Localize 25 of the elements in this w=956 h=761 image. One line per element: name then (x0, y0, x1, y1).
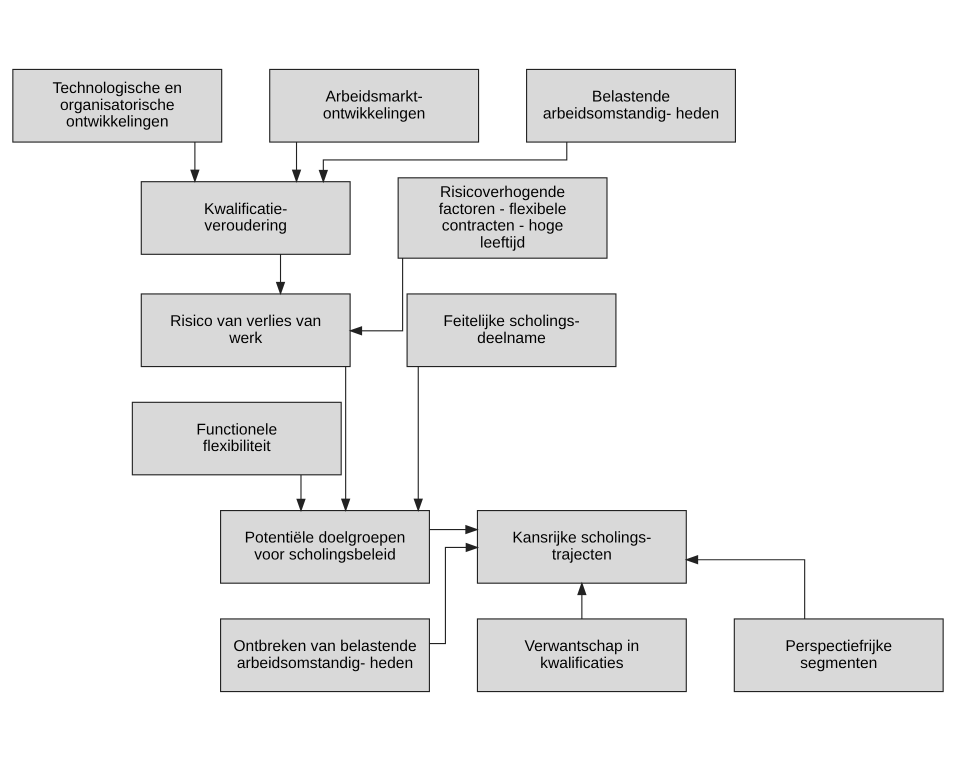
arrow (276, 254, 286, 296)
arrow (430, 542, 480, 644)
arrow (318, 142, 568, 184)
node-box: Ontbreken van belastende arbeidsomstandig- heden (220, 618, 430, 692)
arrow (190, 142, 200, 184)
node-box: Kwalificatie- veroudering (140, 181, 351, 255)
arrow (296, 474, 306, 512)
arrow (414, 367, 423, 512)
node-box: Belastende arbeidsomstandig- heden (526, 68, 736, 143)
node-box: Risicoverhogende factoren - flexibele contracten - hoge leeftijd (398, 177, 608, 259)
node-box: Technologische en organisatorische ontwikkelingen (12, 68, 222, 143)
arrow (340, 367, 350, 512)
node-box: Perspectiefrijke segmenten (734, 618, 944, 692)
arrow (429, 524, 479, 534)
node-box: Risico van verlies van werk (140, 293, 351, 368)
arrow (348, 258, 404, 336)
arrow (684, 555, 806, 619)
node-box: Potentiële doelgroepen voor scholingsbeleid (220, 510, 430, 584)
node-box: Kansrijke scholings- trajecten (476, 510, 687, 584)
node-box: Functionele flexibiliteit (132, 402, 342, 476)
arrow (292, 142, 302, 184)
node-box: Verwantschap in kwalificaties (476, 618, 687, 692)
node-box: Feitelijke scholings- deelname (406, 293, 616, 368)
arrow (577, 582, 587, 619)
node-box: Arbeidsmarkt- ontwikkelingen (269, 68, 480, 143)
